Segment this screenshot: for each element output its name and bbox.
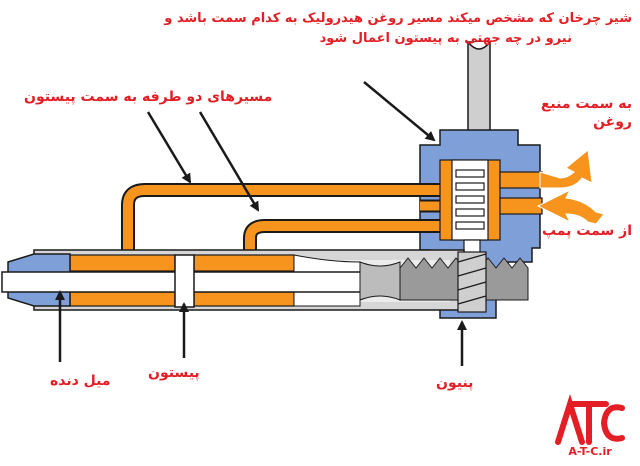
oil-passages	[121, 183, 440, 252]
from-pump-label: از سمت پمپ	[541, 223, 632, 239]
to-oil-tank-label: به سمت منبع روغن	[541, 96, 632, 131]
valve-ports	[499, 171, 543, 215]
bidirectional-paths-label: مسیرهای دو طرفه به سمت پیستون	[24, 89, 273, 105]
atc-logo	[555, 394, 625, 445]
to-tank-arrow	[539, 149, 593, 189]
pinion-label: پنیون	[436, 375, 474, 391]
cylinder-chambers	[69, 254, 361, 307]
rack-label: میل دنده	[50, 373, 111, 389]
piston-label: پیستون	[148, 365, 200, 381]
title-line-1: شیر چرخان که مشخص میکند مسیر روغن هیدرول…	[164, 11, 632, 26]
piston	[174, 254, 195, 308]
from-pump-arrow	[536, 188, 605, 225]
title-line-2: نیرو در چه جهتی به پیستون اعمال شود	[319, 31, 572, 46]
to-oil-tank-line-2: روغن	[593, 113, 632, 130]
to-oil-tank-line-1: به سمت منبع	[540, 96, 632, 112]
pinion-gear	[457, 251, 487, 313]
leader-arrows	[55, 81, 467, 366]
logo-text: A-T-C.ir	[568, 445, 612, 458]
